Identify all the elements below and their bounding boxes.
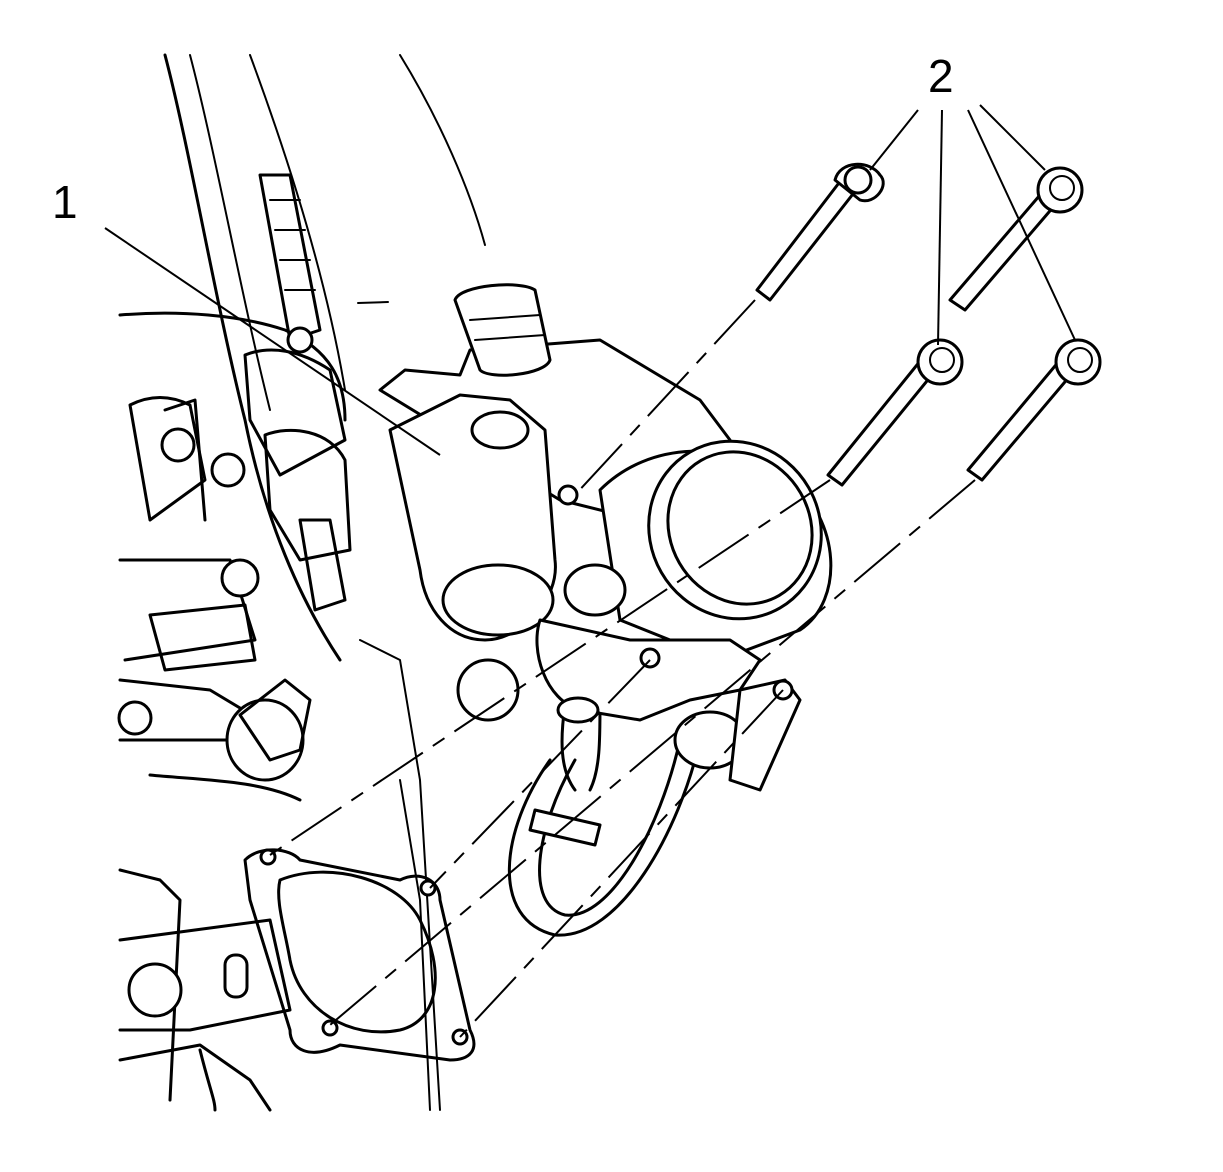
torx-bolt-icon: [210, 452, 246, 488]
torx-bolt-icon: [117, 700, 153, 736]
bolt-lower-right: [966, 338, 1102, 482]
torx-bolt-icon: [127, 962, 183, 1018]
bolt-head-icon: [286, 326, 314, 354]
electrical-connector: [453, 283, 552, 377]
alignment-lines: [269, 299, 976, 1038]
torx-bolt-icon: [220, 558, 260, 598]
port-fitting: [456, 658, 520, 722]
bolt-lower-left: [826, 338, 964, 487]
coolant-hose: [507, 703, 702, 937]
callout-2-label: 2: [928, 50, 954, 102]
component-1-throttle-body: [378, 283, 833, 792]
bolt-head-icon: [160, 427, 196, 463]
bolt-upper-left: [755, 162, 885, 302]
engine-block-outline: [117, 53, 486, 1112]
bolt-upper-right: [948, 166, 1084, 312]
callout-1-label: 1: [52, 176, 78, 228]
mounting-flange: [243, 848, 476, 1062]
leader-lines: [104, 104, 1076, 456]
